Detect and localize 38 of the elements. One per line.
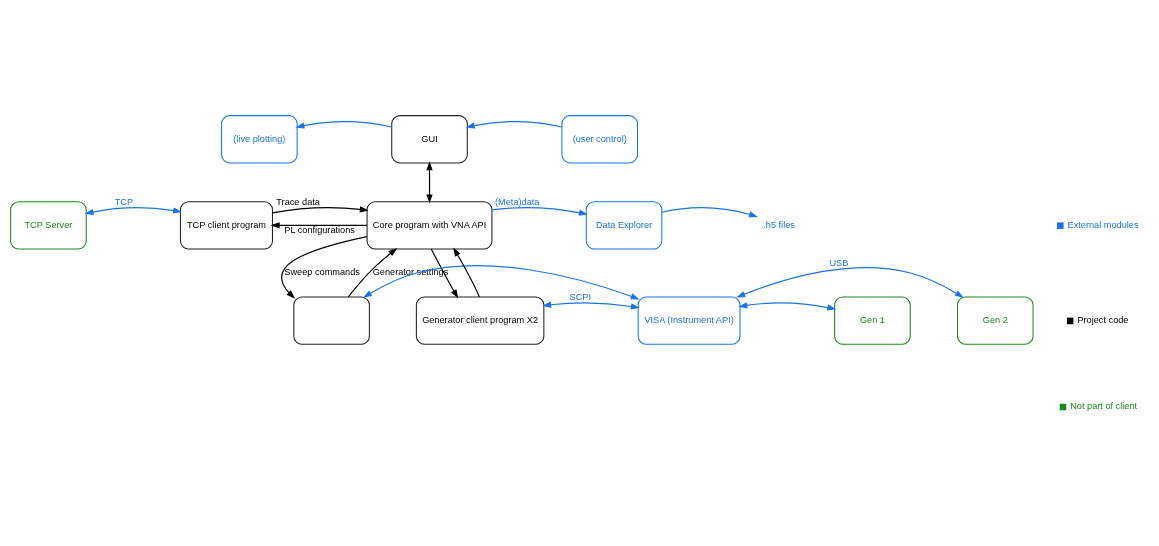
node-box xyxy=(293,296,370,345)
arrow xyxy=(738,302,837,311)
arrow xyxy=(281,235,368,299)
legend-label: Not part of client xyxy=(1070,401,1138,412)
arrow xyxy=(453,247,480,298)
arrow xyxy=(661,207,758,218)
arrow xyxy=(363,265,640,300)
edge-label: Trace data xyxy=(276,197,320,208)
edge-label: PL configurations xyxy=(284,224,355,235)
arrow xyxy=(542,301,640,310)
node-box: Data Explorer xyxy=(585,201,663,250)
legend-label: Project code xyxy=(1077,315,1129,326)
arrow xyxy=(491,207,588,216)
arrow xyxy=(271,206,369,214)
node-box: TCP Server xyxy=(10,201,87,250)
arrow xyxy=(270,222,368,229)
node-box: GUI xyxy=(391,115,468,164)
arrow xyxy=(347,248,398,298)
node-box: (live plotting) xyxy=(221,115,298,164)
node-box: (user control) xyxy=(561,115,638,164)
arrow xyxy=(736,267,964,298)
node-box: Gen 1 xyxy=(834,296,911,345)
node-box: VISA (Instrument API) xyxy=(637,296,741,345)
arrow xyxy=(84,207,182,216)
node-box: Generator client program X2 xyxy=(415,296,545,345)
node-text: .h5 files xyxy=(763,219,795,230)
node-box: Gen 2 xyxy=(956,296,1034,345)
arrow xyxy=(465,120,563,129)
edge-label: (Meta)data xyxy=(495,197,540,208)
edge-label: SCPI xyxy=(569,292,591,303)
edge-label: Sweep commands xyxy=(284,267,360,278)
legend-label: External modules xyxy=(1067,220,1139,231)
arrow xyxy=(295,120,393,129)
node-box: TCP client program xyxy=(179,201,273,250)
edge-label: TCP xyxy=(114,197,134,208)
arrow xyxy=(426,161,433,204)
node-box: Core program with VNA API xyxy=(366,201,493,250)
edge-label: USB xyxy=(829,257,849,268)
